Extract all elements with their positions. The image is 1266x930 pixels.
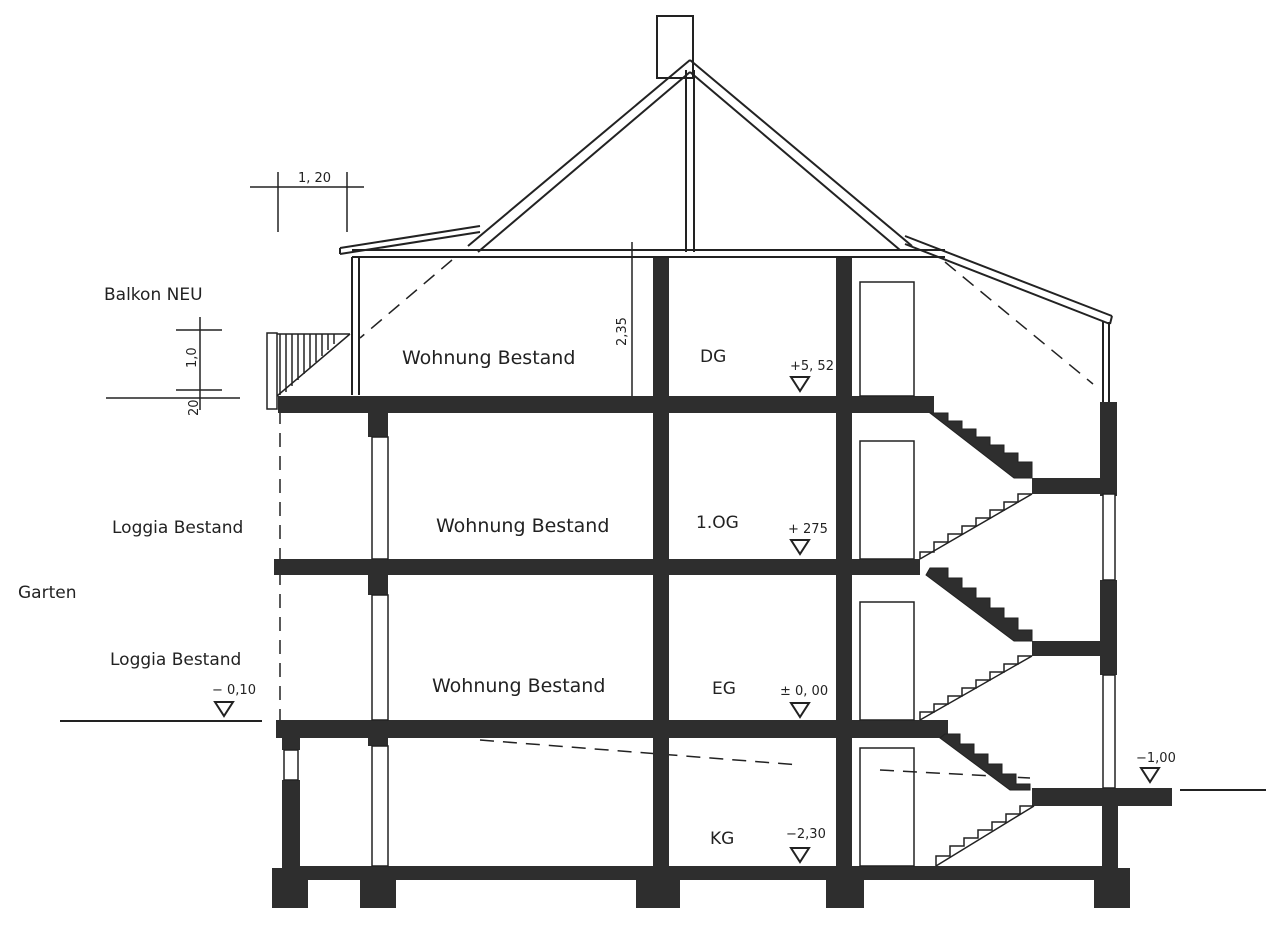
level-label-eg: ± 0, 00 xyxy=(780,684,828,699)
level-label-og1: + 275 xyxy=(788,522,828,537)
room-label-dg: Wohnung Bestand xyxy=(402,347,575,369)
dim-dg-height: 2,35 xyxy=(615,317,630,346)
doors xyxy=(859,281,915,867)
level-label-street: −1,00 xyxy=(1136,751,1176,766)
room-label-og1: Wohnung Bestand xyxy=(436,515,609,537)
dashed-lines xyxy=(279,259,1094,779)
structure xyxy=(272,258,1172,908)
dim-railing-base: 20 xyxy=(187,399,202,416)
room-label-eg: Wohnung Bestand xyxy=(432,675,605,697)
dimension-lines xyxy=(106,172,633,410)
chimney xyxy=(656,15,694,79)
dim-balcony-width: 1, 20 xyxy=(298,171,331,186)
level-marker-kg xyxy=(789,847,811,864)
staircase xyxy=(919,412,1035,867)
label-loggia-upper: Loggia Bestand xyxy=(112,518,243,538)
level-marker-garden xyxy=(213,701,235,718)
roof xyxy=(339,15,1113,402)
level-marker-street xyxy=(1139,767,1161,784)
floor-label-eg: EG xyxy=(712,679,736,699)
level-markers xyxy=(213,376,1161,864)
level-label-garden: − 0,10 xyxy=(212,683,256,698)
level-marker-dg xyxy=(789,376,811,393)
label-balkon-neu: Balkon NEU xyxy=(104,285,203,305)
floor-label-kg: KG xyxy=(710,829,734,849)
level-marker-eg xyxy=(789,702,811,719)
level-label-kg: −2,30 xyxy=(786,827,826,842)
floor-label-og1: 1.OG xyxy=(696,513,739,533)
floor-label-dg: DG xyxy=(700,347,726,367)
dim-railing-height: 1,0 xyxy=(185,347,200,368)
level-label-dg: +5, 52 xyxy=(790,359,834,374)
label-garten: Garten xyxy=(18,583,76,603)
ground-lines xyxy=(60,720,1266,791)
columns xyxy=(283,436,1116,867)
balcony-new xyxy=(266,332,351,410)
label-loggia-lower: Loggia Bestand xyxy=(110,650,241,670)
level-marker-og1 xyxy=(789,539,811,556)
